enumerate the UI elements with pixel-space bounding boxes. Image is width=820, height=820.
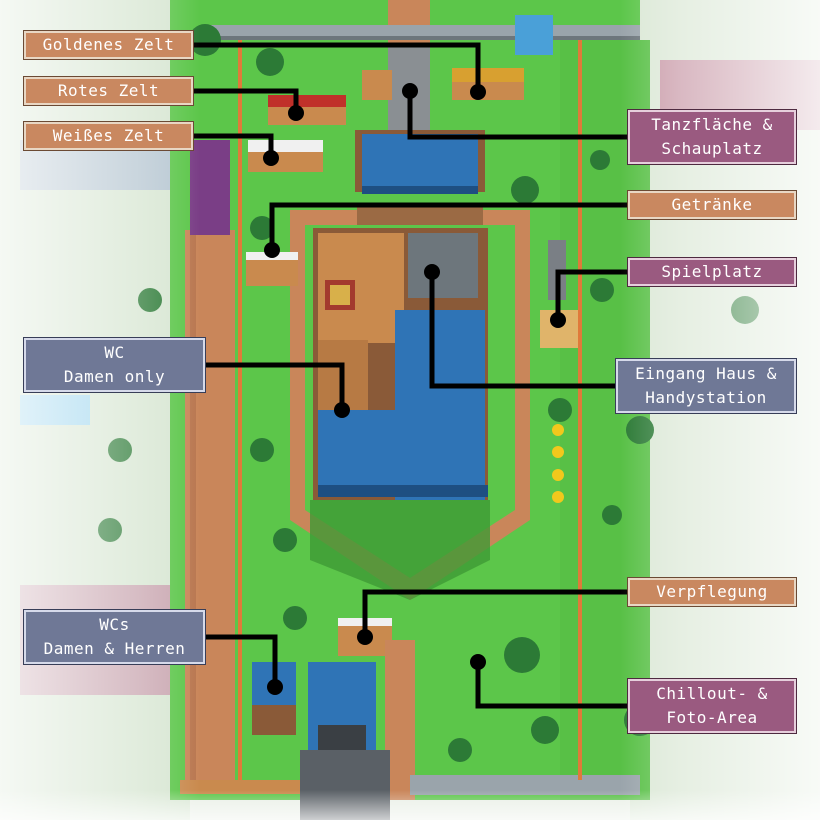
label-spielplatz: Spielplatz: [628, 258, 796, 286]
label-chillout-foto-area: Chillout- & Foto-Area: [628, 679, 796, 733]
golden-tent: [452, 68, 524, 82]
label-rotes-zelt: Rotes Zelt: [24, 77, 193, 105]
label-getraenke: Getränke: [628, 191, 796, 219]
bottom-left-fence: [180, 780, 300, 794]
label-tanzflaeche-schauplatz: Tanzfläche & Schauplatz: [628, 110, 796, 164]
right-fence: [578, 40, 582, 780]
label-wcs-damen-herren: WCs Damen & Herren: [24, 610, 205, 664]
purple-garden-bed: [190, 140, 230, 235]
fountain: [515, 15, 553, 55]
label-wc-damen-only: WC Damen only: [24, 338, 205, 392]
playground-slide: [548, 240, 566, 300]
house-roof: [395, 310, 485, 500]
house-room-grey: [408, 233, 478, 298]
neighbor-pool: [20, 395, 90, 425]
label-eingang-haus-handystation: Eingang Haus & Handystation: [616, 359, 796, 413]
small-stand-top: [362, 70, 392, 100]
label-verpflegung: Verpflegung: [628, 578, 796, 606]
red-tent: [268, 95, 346, 107]
sunflowers: [552, 424, 564, 503]
label-weisses-zelt: Weißes Zelt: [24, 122, 193, 150]
entrance-road: [300, 750, 390, 820]
bottom-stone-wall: [410, 775, 640, 795]
label-goldenes-zelt: Goldenes Zelt: [24, 31, 193, 59]
left-fence: [238, 40, 242, 780]
white-tent: [248, 140, 323, 152]
dance-floor-shadow: [357, 205, 483, 225]
house-shadow: [310, 500, 490, 600]
line-end-dots: [263, 83, 566, 695]
